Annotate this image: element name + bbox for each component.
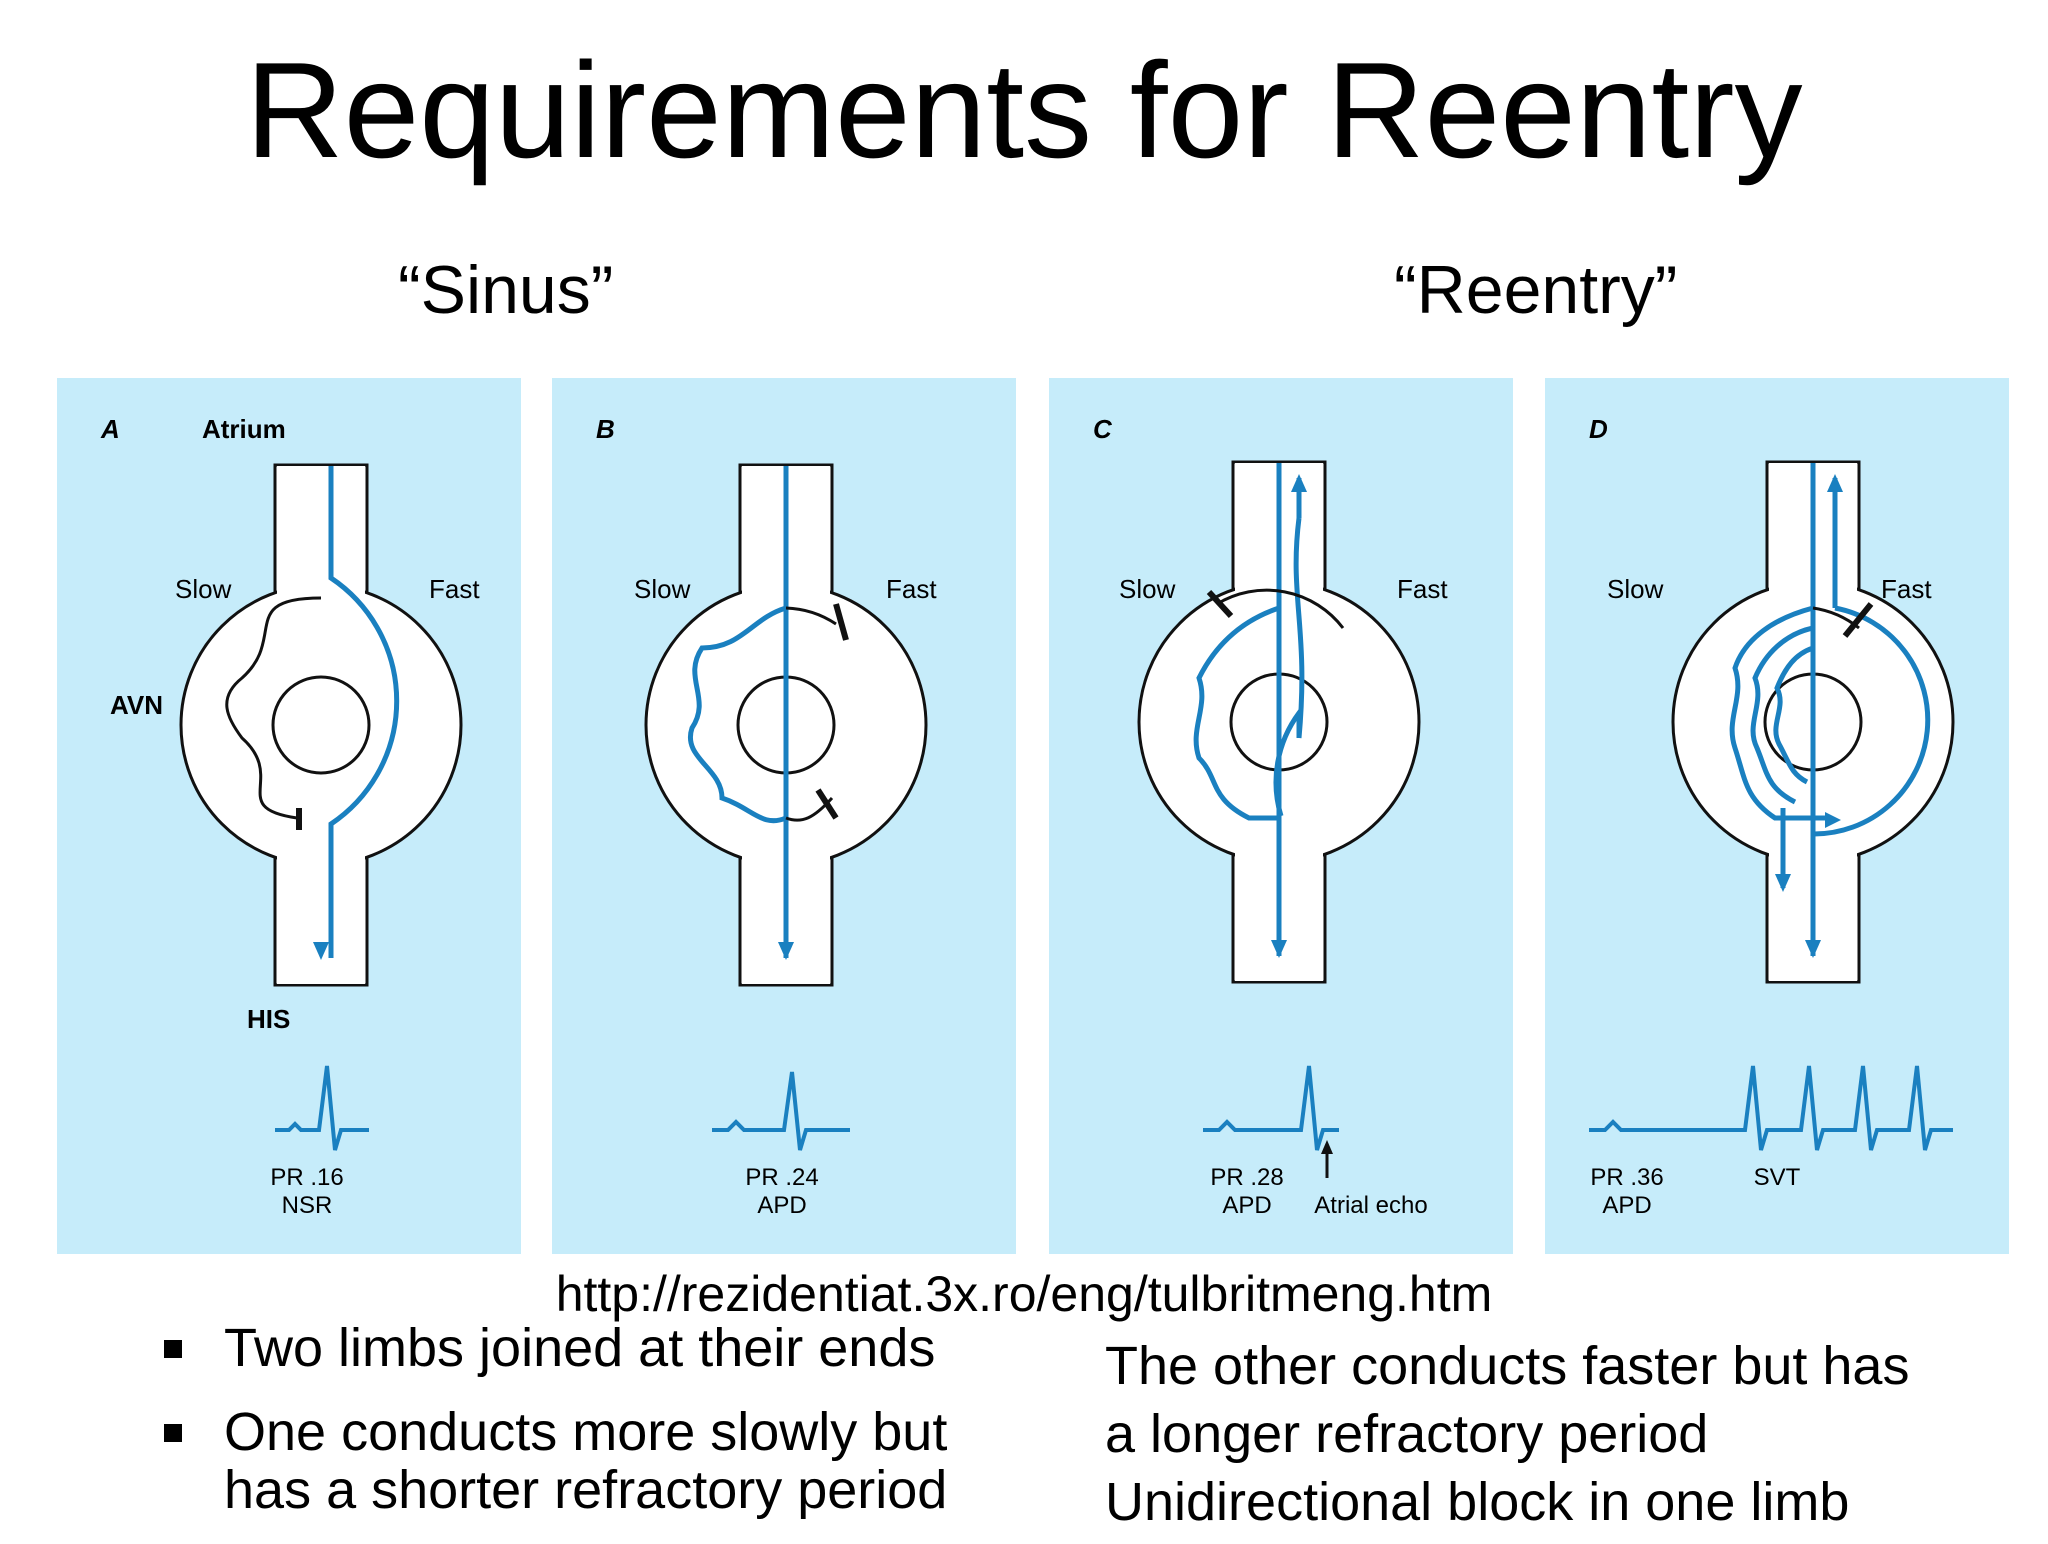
panel-letter: C [1093,414,1113,444]
panel-c: C Slow Fast PR .28 APD Atrial echo [1049,378,1513,1254]
atrial-echo-label: Atrial echo [1314,1192,1427,1219]
fast-label: Fast [429,574,480,604]
slow-label: Slow [1119,574,1176,604]
subtitle-reentry: “Reentry” [1394,252,1678,328]
bullet-text: Two limbs joined at their ends [224,1318,936,1378]
panel-d: D Slow Fast PR .36 APD SVT [1545,378,2009,1254]
right-text-line: The other conducts faster but has [1105,1336,1910,1396]
diagram-b: B Slow Fast PR .24 APD [596,414,937,1219]
bullet-text: has a shorter refractory period [224,1460,948,1520]
pr-label: PR .24 [745,1164,818,1191]
rhythm-label: APD [757,1192,806,1219]
diagram-a: A Atrium Slow Fast AVN HIS PR .16 NSR [100,414,480,1219]
subtitle-sinus: “Sinus” [398,252,614,328]
rhythm-label: APD [1222,1192,1271,1219]
slow-label: Slow [1607,574,1664,604]
diagram-d: D Slow Fast PR .36 APD SVT [1589,414,1955,1219]
rhythm-label: APD [1602,1192,1651,1219]
svt-label: SVT [1754,1164,1801,1191]
bullet-text: One conducts more slowly but [224,1402,948,1462]
his-label: HIS [247,1004,290,1034]
diagram-c: C Slow Fast PR .28 APD Atrial echo [1093,414,1448,1219]
slow-label: Slow [634,574,691,604]
bullet-continuation: has a shorter refractory period [160,1460,1060,1520]
pr-label: PR .28 [1210,1164,1283,1191]
pr-label: PR .16 [270,1164,343,1191]
panel-a: A Atrium Slow Fast AVN HIS PR .16 NSR [57,378,521,1254]
right-text-line: Unidirectional block in one limb [1105,1472,1850,1532]
avn-label: AVN [110,690,163,720]
slide-title: Requirements for Reentry [245,34,1803,186]
panel-letter: D [1589,414,1608,444]
right-text-block: The other conducts faster but has a long… [1105,1332,2005,1536]
fast-label: Fast [886,574,937,604]
bullet-square-icon [164,1340,182,1358]
slow-label: Slow [175,574,232,604]
rhythm-label: NSR [282,1192,333,1219]
bullet-list: Two limbs joined at their ends One condu… [160,1318,1060,1544]
panel-b: B Slow Fast PR .24 APD [552,378,1016,1254]
source-url: http://rezidentiat.3x.ro/eng/tulbritmeng… [555,1266,1493,1322]
bullet-square-icon [164,1424,182,1442]
fast-label: Fast [1397,574,1448,604]
right-text-line: a longer refractory period [1105,1404,1709,1464]
panel-letter: B [596,414,615,444]
atrium-label: Atrium [202,414,286,444]
bullet-item: One conducts more slowly but [160,1402,1060,1462]
fast-label: Fast [1881,574,1932,604]
pr-label: PR .36 [1590,1164,1663,1191]
bullet-item: Two limbs joined at their ends [160,1318,1060,1378]
panel-letter: A [100,414,120,444]
